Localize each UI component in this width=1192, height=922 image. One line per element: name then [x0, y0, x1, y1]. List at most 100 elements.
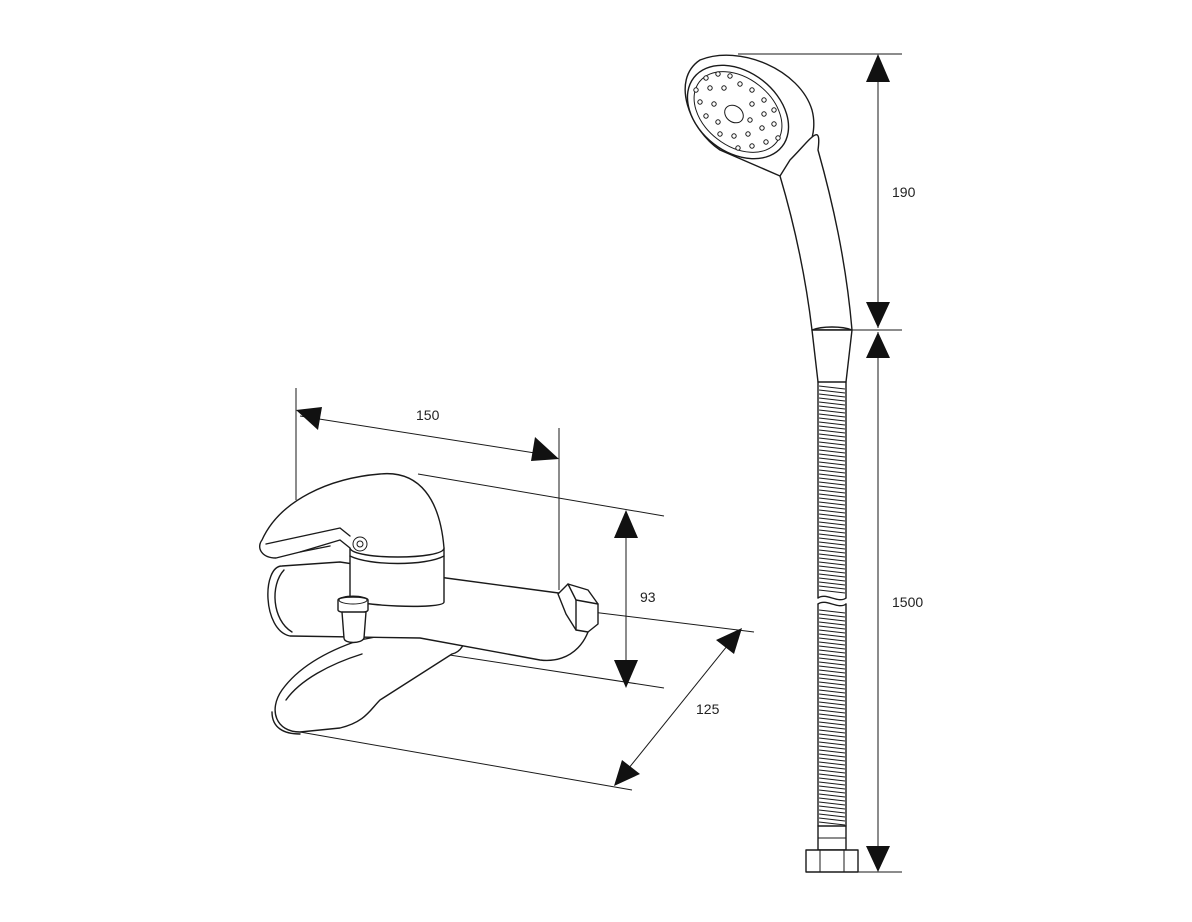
hose-coil: [818, 629, 846, 634]
hose-coil: [818, 721, 846, 726]
hose-coil: [818, 449, 846, 454]
hose-coil: [818, 709, 846, 714]
hose-coil: [818, 577, 846, 582]
hose-coil: [818, 585, 846, 590]
hose-coil: [818, 633, 846, 638]
hose-coil: [818, 521, 846, 526]
hose-coil: [818, 621, 846, 626]
hose-coil: [818, 429, 846, 434]
hose-coil: [818, 749, 846, 754]
hose-coil: [818, 529, 846, 534]
hose-coil: [818, 793, 846, 798]
hose-coil: [818, 517, 846, 522]
hose-coil: [818, 625, 846, 630]
hose-coil: [818, 821, 846, 826]
hose-coil: [818, 397, 846, 402]
hose-coil: [818, 701, 846, 706]
hose-coil: [818, 569, 846, 574]
hose-coil: [818, 589, 846, 594]
hose-coil: [818, 465, 846, 470]
hose-coil: [818, 693, 846, 698]
hose-coil: [818, 645, 846, 650]
hose-coil: [818, 513, 846, 518]
hose-coil: [818, 661, 846, 666]
hose-coil: [818, 557, 846, 562]
hose-coil: [818, 777, 846, 782]
hose-coil: [818, 697, 846, 702]
hose-coil: [818, 581, 846, 586]
hose-coil: [818, 525, 846, 530]
hose-coil: [818, 501, 846, 506]
hose-coil: [818, 737, 846, 742]
hose-coil: [818, 641, 846, 646]
hose-coil: [818, 713, 846, 718]
hose-coil: [818, 805, 846, 810]
hose-coil: [818, 717, 846, 722]
shower-nozzles: [693, 71, 781, 151]
hose-coil: [818, 437, 846, 442]
hose-coil: [818, 405, 846, 410]
hose-coil: [818, 653, 846, 658]
hose-coil: [818, 669, 846, 674]
hose-coil: [818, 453, 846, 458]
hose-coil: [818, 421, 846, 426]
hose-coil: [818, 485, 846, 490]
dimension-label-150: 150: [416, 407, 440, 423]
hose-coil: [818, 753, 846, 758]
hose-coil: [818, 425, 846, 430]
hose-coil: [818, 769, 846, 774]
hose-coil: [818, 705, 846, 710]
hose-coil: [818, 689, 846, 694]
hose-coil: [818, 509, 846, 514]
hose-coil: [818, 533, 846, 538]
hose-coil: [818, 493, 846, 498]
hose-coil: [818, 401, 846, 406]
hose-coil: [818, 389, 846, 394]
hose-coil: [818, 549, 846, 554]
hose-coil: [818, 573, 846, 578]
hose-coil: [818, 745, 846, 750]
hose-coil: [818, 553, 846, 558]
hose-coil: [818, 801, 846, 806]
dimension-label-125: 125: [696, 701, 720, 717]
hose-coil: [818, 461, 846, 466]
hose-coil: [818, 433, 846, 438]
hose-coil: [818, 445, 846, 450]
dimension-label-1500: 1500: [892, 594, 923, 610]
hose-coil: [818, 757, 846, 762]
hose-coil: [818, 481, 846, 486]
hose-coil: [818, 813, 846, 818]
hose-coil: [818, 781, 846, 786]
hose-coil: [818, 809, 846, 814]
hose-coils-lower: [818, 609, 846, 826]
hose-coil: [818, 665, 846, 670]
hose-coil: [818, 473, 846, 478]
hose-coil: [818, 477, 846, 482]
dimension-label-93: 93: [640, 589, 656, 605]
hose-coil: [818, 741, 846, 746]
hose-coil: [818, 789, 846, 794]
hose-coil: [818, 385, 846, 390]
hose-coil: [818, 545, 846, 550]
dimension-label-190: 190: [892, 184, 916, 200]
hose-coil: [818, 785, 846, 790]
hose-coil: [818, 797, 846, 802]
hose-coil: [818, 729, 846, 734]
hose-coil: [818, 613, 846, 618]
hose-coil: [818, 393, 846, 398]
hose-coil: [818, 457, 846, 462]
hose-coil: [818, 773, 846, 778]
hand-shower-drawing: [684, 53, 902, 873]
hose-coil: [818, 733, 846, 738]
hose-coil: [818, 409, 846, 414]
hose-coil: [818, 765, 846, 770]
hose-coil: [818, 673, 846, 678]
hose-coil: [818, 541, 846, 546]
hose-coil: [818, 817, 846, 822]
hose-coils-upper: [818, 385, 846, 594]
hose-coil: [818, 617, 846, 622]
hose-coil: [818, 469, 846, 474]
hose-coil: [818, 537, 846, 542]
hose-coil: [818, 657, 846, 662]
